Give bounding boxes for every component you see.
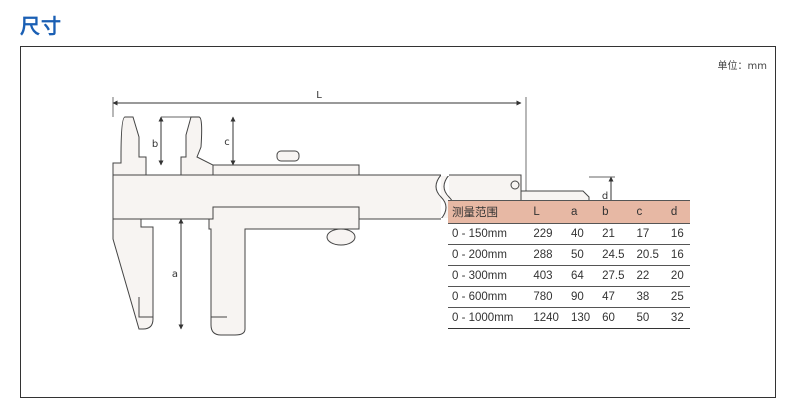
cell: 403 bbox=[527, 265, 565, 287]
cell: 64 bbox=[564, 265, 597, 287]
cell: 16 bbox=[664, 244, 690, 266]
sliding-jaw-upper bbox=[180, 116, 214, 176]
cell: 16 bbox=[664, 223, 690, 245]
cell: 0 - 150mm bbox=[448, 223, 528, 245]
cell: 27.5 bbox=[596, 265, 631, 287]
cell: 50 bbox=[630, 307, 665, 329]
col-d: d bbox=[664, 200, 690, 224]
cell: 38 bbox=[630, 286, 665, 308]
cell: 20 bbox=[664, 265, 690, 287]
table-row: 0 - 300mm 403 64 27.5 22 20 bbox=[448, 265, 690, 287]
col-c: c bbox=[630, 200, 665, 224]
table-row: 0 - 1000mm 1240 130 60 50 32 bbox=[448, 307, 690, 329]
cell: 0 - 1000mm bbox=[448, 307, 528, 329]
cell: 60 bbox=[596, 307, 631, 329]
col-b: b bbox=[596, 200, 631, 224]
page-title: 尺寸 bbox=[20, 14, 62, 38]
slider-frame bbox=[208, 206, 360, 336]
fixed-jaw-upper bbox=[112, 116, 147, 176]
col-L: L bbox=[527, 200, 565, 224]
spec-table-header: 测量范围 L a b c d bbox=[448, 200, 690, 224]
cell: 24.5 bbox=[596, 244, 631, 266]
jaw-tip-right bbox=[210, 297, 227, 318]
cell: 780 bbox=[527, 286, 565, 308]
spec-table: 测量范围 L a b c d 0 - 150mm 229 40 21 17 16… bbox=[448, 200, 690, 329]
col-a: a bbox=[564, 200, 597, 224]
dim-b-label: b bbox=[152, 139, 158, 150]
thumb-wheel bbox=[326, 228, 356, 246]
cell: 17 bbox=[630, 223, 665, 245]
cell: 47 bbox=[596, 286, 631, 308]
dim-d-label: d bbox=[602, 191, 608, 202]
clamp-screw bbox=[276, 150, 300, 162]
table-row: 0 - 200mm 288 50 24.5 20.5 16 bbox=[448, 244, 690, 266]
dim-L-label: L bbox=[316, 90, 322, 101]
cell: 0 - 300mm bbox=[448, 265, 528, 287]
cell: 0 - 600mm bbox=[448, 286, 528, 308]
cell: 22 bbox=[630, 265, 665, 287]
unit-label: 单位：mm bbox=[717, 61, 767, 72]
end-screw-top bbox=[510, 180, 520, 190]
caliper-drawing: L b c a d bbox=[112, 90, 615, 336]
cell: 288 bbox=[527, 244, 565, 266]
cell: 20.5 bbox=[630, 244, 665, 266]
cell: 50 bbox=[564, 244, 597, 266]
col-range: 测量范围 bbox=[448, 200, 528, 224]
table-row: 0 - 600mm 780 90 47 38 25 bbox=[448, 286, 690, 308]
slider-body bbox=[212, 164, 360, 176]
cell: 32 bbox=[664, 307, 690, 329]
jaw-tip-left bbox=[138, 297, 153, 318]
cell: 1240 bbox=[527, 307, 565, 329]
cell: 90 bbox=[564, 286, 597, 308]
cell: 229 bbox=[527, 223, 565, 245]
cell: 40 bbox=[564, 223, 597, 245]
cell: 21 bbox=[596, 223, 631, 245]
drawing-frame: 单位：mm bbox=[20, 46, 776, 398]
cell: 0 - 200mm bbox=[448, 244, 528, 266]
dim-c-label: c bbox=[224, 137, 230, 148]
fixed-jaw-lower bbox=[112, 218, 154, 330]
table-row: 0 - 150mm 229 40 21 17 16 bbox=[448, 223, 690, 245]
cell: 25 bbox=[664, 286, 690, 308]
cell: 130 bbox=[564, 307, 597, 329]
dim-a-label: a bbox=[172, 269, 178, 280]
